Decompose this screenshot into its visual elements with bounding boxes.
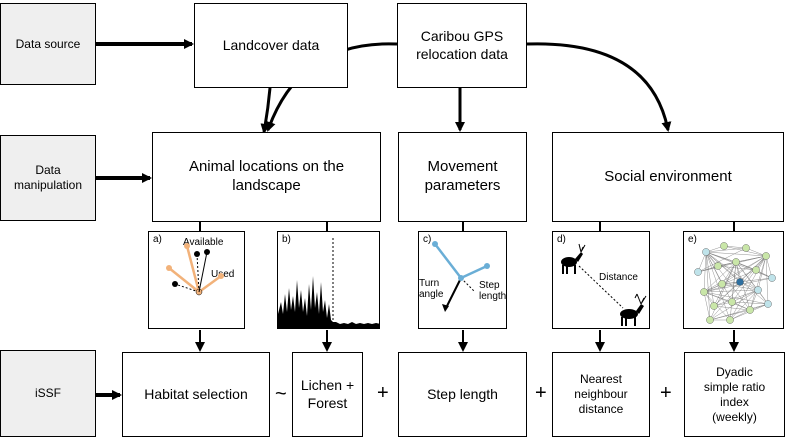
network-edge: [729, 289, 759, 321]
network-edge: [705, 247, 747, 253]
network-edge: [713, 305, 751, 311]
network-node: [718, 280, 726, 288]
network-node: [736, 278, 744, 286]
network-node: [706, 316, 714, 324]
panel-a-letter: a): [153, 234, 162, 245]
available-used-figure: [166, 243, 224, 296]
network-node: [694, 268, 702, 276]
caribou-gps-box: Caribou GPS relocation data: [397, 3, 527, 88]
network-node: [746, 306, 754, 314]
network-edge: [705, 251, 715, 307]
network-edge: [721, 255, 767, 285]
row-label-data-source: Data source: [0, 3, 96, 85]
network-node: [726, 316, 734, 324]
row-label-data-manipulation: Data manipulation: [0, 135, 96, 221]
distance-label: Distance: [599, 272, 638, 283]
network-edge: [721, 283, 759, 291]
network-node: [732, 258, 740, 266]
tilde-operator: ~: [275, 383, 287, 405]
caribou-icon-1: [561, 243, 586, 274]
panel-b-forest-lichen: b): [277, 231, 380, 329]
network-node: [710, 302, 718, 310]
network-node: [754, 286, 762, 294]
animal-locations-box: Animal locations on the landscape: [152, 132, 381, 222]
network-edge: [705, 251, 751, 311]
step-length-box: Step length: [398, 352, 527, 437]
network-edge: [735, 255, 767, 263]
network-edge: [735, 261, 769, 305]
panel-c-turn-step: c) Turn angle Step length: [418, 231, 507, 329]
lichen-forest-box: Lichen + Forest: [292, 352, 363, 437]
panel-d-letter: d): [557, 234, 566, 245]
row-label-issf: iSSF: [0, 350, 96, 437]
panel-d-distance: d) Distance: [552, 231, 650, 329]
panel-c-letter: c): [423, 234, 432, 245]
network-edge: [731, 301, 769, 305]
network-edge: [729, 255, 767, 321]
network-edge: [721, 261, 737, 285]
network-node: [728, 298, 736, 306]
arrow-landcover-animal: [260, 87, 272, 134]
network-edge: [703, 291, 711, 321]
network-edge: [703, 251, 707, 293]
plus-operator-2: +: [535, 382, 547, 404]
network-edge: [705, 251, 773, 279]
available-label: Available: [183, 237, 224, 248]
arrow-caribou-social: [526, 42, 672, 132]
caribou-icon-2: [620, 293, 647, 326]
turn-angle-label: Turn angle: [419, 278, 444, 300]
network-edge: [705, 251, 767, 257]
network-edge: [705, 251, 711, 321]
network-edge: [713, 289, 759, 307]
panel-e-letter: e): [688, 234, 697, 245]
nearest-neighbour-box: Nearest neighbour distance: [552, 352, 650, 437]
movement-parameters-box: Movement parameters: [398, 132, 527, 222]
network-edge: [731, 289, 759, 303]
landcover-data-box: Landcover data: [194, 3, 348, 88]
network-node: [714, 262, 722, 270]
network-node: [700, 288, 708, 296]
turn-step-figure: [432, 241, 490, 312]
network-edge: [703, 289, 759, 293]
plus-operator-3: +: [660, 382, 672, 404]
panel-e-network: e): [683, 231, 784, 329]
network-edge: [765, 255, 773, 279]
panel-a-available-used: a) Available Used: [148, 231, 245, 329]
network-edge: [713, 281, 741, 307]
network-edge: [709, 303, 769, 321]
social-environment-box: Social environment: [552, 132, 784, 222]
forest-silhouette: [278, 238, 379, 328]
network-edge: [703, 261, 737, 293]
network-edge: [697, 255, 767, 273]
social-network-graph: [694, 242, 776, 324]
network-node: [762, 252, 770, 260]
plus-operator-1: +: [377, 382, 389, 404]
habitat-selection-box: Habitat selection: [122, 352, 270, 437]
network-node: [702, 248, 710, 256]
network-node: [768, 274, 776, 282]
network-edge: [735, 261, 751, 311]
network-edge: [705, 251, 733, 303]
network-node: [752, 266, 760, 274]
network-node: [742, 244, 750, 252]
caribou-pair-figure: [561, 243, 647, 326]
network-node: [764, 300, 772, 308]
network-edge: [709, 261, 737, 321]
network-node: [720, 242, 728, 250]
dyadic-sri-box: Dyadic simple ratio index (weekly): [684, 352, 785, 437]
step-length-label: Step length: [479, 280, 507, 302]
panel-b-letter: b): [282, 234, 291, 245]
network-edge: [697, 247, 747, 273]
network-edge: [765, 255, 769, 305]
